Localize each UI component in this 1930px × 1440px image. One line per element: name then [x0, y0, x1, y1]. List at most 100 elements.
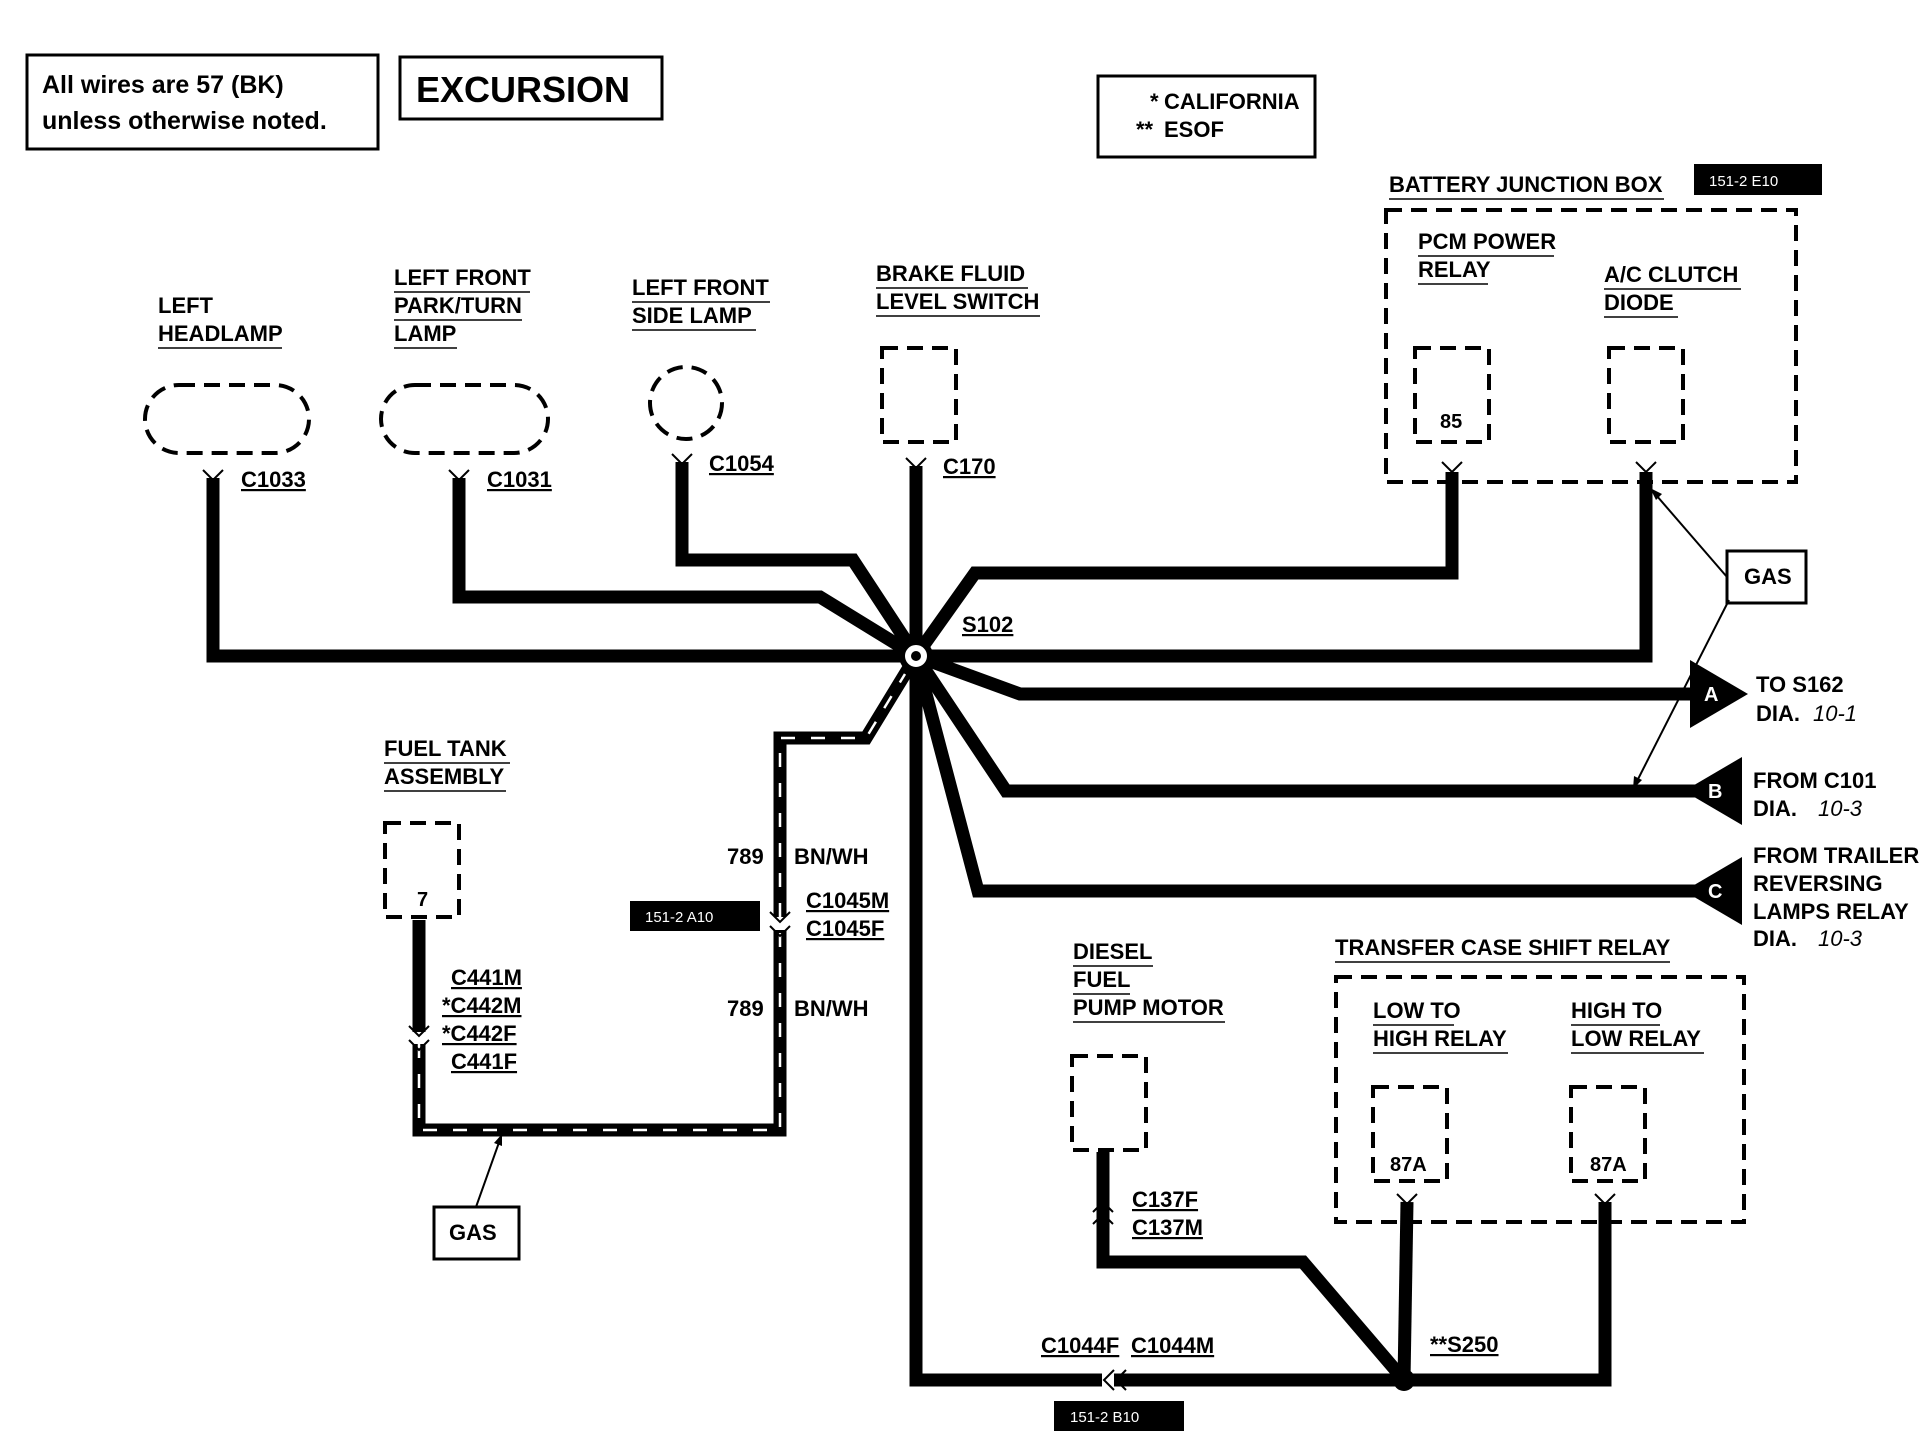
offpage-a-line1: TO S162: [1756, 672, 1844, 697]
side-lamp-label-1: LEFT FRONT: [632, 275, 769, 300]
wire-labels: 789 BN/WH 789 BN/WH: [727, 844, 869, 1021]
connector-c1044-symbol: [1102, 1369, 1127, 1391]
connector-c1031-symbol: [448, 469, 470, 482]
wire-789-upper-number: 789: [727, 844, 764, 869]
offpage-connector-a: A TO S162 DIA. 10-1: [1690, 660, 1857, 728]
connector-c1033-label: C1033: [241, 467, 306, 492]
gas-callout-right: GAS: [1632, 487, 1808, 790]
component-fuel-tank-assembly: FUEL TANK ASSEMBLY 7: [383, 736, 510, 919]
connector-low-relay-symbol: [1396, 1193, 1418, 1206]
legend-esof: ESOF: [1164, 117, 1224, 142]
legend-esof-mark: **: [1136, 117, 1154, 142]
gas-right-label: GAS: [1744, 564, 1792, 589]
wire-fuel-tank-upper: [773, 652, 922, 917]
splice-s102: S102: [899, 612, 1013, 673]
splice-s250-label: **S250: [1430, 1332, 1499, 1357]
ref-c1044: 151-2 B10: [1070, 1409, 1139, 1426]
legend-california: CALIFORNIA: [1164, 89, 1300, 114]
offpage-b-letter: B: [1708, 781, 1722, 803]
wire-side-lamp: [675, 462, 922, 660]
connector-pcm-symbol: [1441, 461, 1463, 474]
brake-fluid-label-1: BRAKE FLUID: [876, 261, 1025, 286]
connector-c1045-symbol: [769, 911, 791, 938]
wire-ac-clutch: [916, 472, 1653, 663]
offpage-connector-c: C FROM TRAILER REVERSING LAMPS RELAY DIA…: [1684, 843, 1919, 951]
offpage-c-dia: DIA.: [1753, 926, 1797, 951]
component-brake-fluid-level-switch: BRAKE FLUID LEVEL SWITCH: [876, 261, 1040, 444]
connector-c1033-symbol: [202, 469, 224, 482]
offpage-c-line3: LAMPS RELAY: [1753, 899, 1909, 924]
wire-diesel-pump: [1096, 1152, 1409, 1385]
pcm-relay-label-2: RELAY: [1418, 257, 1491, 282]
bjb-label: BATTERY JUNCTION BOX: [1389, 172, 1663, 197]
gas-left-label: GAS: [449, 1220, 497, 1245]
connector-c442f-label: *C442F: [442, 1021, 517, 1046]
wire-789-upper-color: BN/WH: [794, 844, 869, 869]
park-turn-label-3: LAMP: [394, 321, 456, 346]
connector-c1045f-label: C1045F: [806, 916, 884, 941]
left-headlamp-label-1: LEFT: [158, 293, 214, 318]
side-lamp-label-2: SIDE LAMP: [632, 303, 752, 328]
offpage-b-number: 10-3: [1818, 796, 1863, 821]
component-battery-junction-box: BATTERY JUNCTION BOX 151-2 E10 PCM POWER…: [1384, 164, 1822, 484]
park-turn-label-1: LEFT FRONT: [394, 265, 531, 290]
connector-c137m-label: C137M: [1132, 1215, 1203, 1240]
offpage-b-line1: FROM C101: [1753, 768, 1876, 793]
connector-ac-symbol: [1635, 461, 1657, 474]
connector-labels: C1033 C1031 C1054 C170 C1045M C1045F C44…: [241, 451, 1214, 1358]
low-to-high-label-1: LOW TO: [1373, 998, 1461, 1023]
wire-note-line2: unless otherwise noted.: [42, 107, 327, 135]
offpage-c-line2: REVERSING: [1753, 871, 1883, 896]
pcm-relay-pin: 85: [1440, 411, 1462, 433]
connector-high-relay-symbol: [1594, 1193, 1616, 1206]
connector-c441-symbol: [408, 1025, 430, 1052]
reference-tag-c1045: 151-2 A10: [630, 901, 760, 931]
connector-c1031-label: C1031: [487, 467, 552, 492]
connector-c1045m-label: C1045M: [806, 888, 889, 913]
wire-high-to-low: [1404, 1202, 1612, 1387]
wire-789-stripe-upper: [778, 673, 907, 917]
ac-diode-label-1: A/C CLUTCH: [1604, 262, 1738, 287]
connector-c1044f-label: C1044F: [1041, 1333, 1119, 1358]
title-box: EXCURSION: [398, 55, 664, 121]
fuel-tank-label-1: FUEL TANK: [384, 736, 507, 761]
diagram-title: EXCURSION: [416, 69, 630, 110]
component-transfer-case-shift-relay: TRANSFER CASE SHIFT RELAY LOW TO HIGH RE…: [1334, 935, 1746, 1224]
component-left-front-side-lamp: LEFT FRONT SIDE LAMP: [632, 275, 770, 441]
connector-c1044m-label: C1044M: [1131, 1333, 1214, 1358]
connector-c441m-label: C441M: [451, 965, 522, 990]
connector-c170-symbol: [905, 457, 927, 470]
offpage-connector-b: B FROM C101 DIA. 10-3: [1684, 757, 1876, 825]
wire-789-lower-number: 789: [727, 996, 764, 1021]
wire-note-line1: All wires are 57 (BK): [42, 71, 284, 99]
gas-callout-left: GAS: [432, 1133, 521, 1261]
connector-c137f-label: C137F: [1132, 1187, 1198, 1212]
wire-s102-to-c1044: [909, 656, 1102, 1387]
connector-c170-label: C170: [943, 454, 996, 479]
wire-789-stripe-lower: [417, 930, 782, 1132]
offpage-c-letter: C: [1708, 881, 1722, 903]
left-headlamp-label-2: HEADLAMP: [158, 321, 283, 346]
wire-color-note: All wires are 57 (BK) unless otherwise n…: [25, 53, 380, 151]
transfer-case-label: TRANSFER CASE SHIFT RELAY: [1335, 935, 1671, 960]
connector-c1054-symbol: [671, 453, 693, 466]
wire-from-c101: [910, 652, 1700, 798]
fuel-tank-label-2: ASSEMBLY: [384, 764, 505, 789]
diesel-pump-label-2: FUEL: [1073, 967, 1130, 992]
component-left-front-park-turn-lamp: LEFT FRONT PARK/TURN LAMP: [379, 265, 550, 455]
wires: [206, 462, 1700, 1387]
pcm-relay-label-1: PCM POWER: [1418, 229, 1556, 254]
connector-c442m-label: *C442M: [442, 993, 521, 1018]
connector-c1054-label: C1054: [709, 451, 775, 476]
offpage-c-line1: FROM TRAILER: [1753, 843, 1919, 868]
connector-c137-symbol: [1092, 1200, 1114, 1225]
ref-c1045: 151-2 A10: [645, 909, 713, 926]
wire-low-to-high: [1397, 1201, 1414, 1381]
component-left-headlamp: LEFT HEADLAMP: [143, 293, 311, 455]
diesel-pump-label-3: PUMP MOTOR: [1073, 995, 1224, 1020]
wire-to-s162: [913, 649, 1700, 701]
reference-tag-c1044: 151-2 B10: [1054, 1401, 1184, 1431]
low-to-high-pin: 87A: [1390, 1154, 1427, 1176]
legend-california-mark: *: [1150, 89, 1159, 114]
